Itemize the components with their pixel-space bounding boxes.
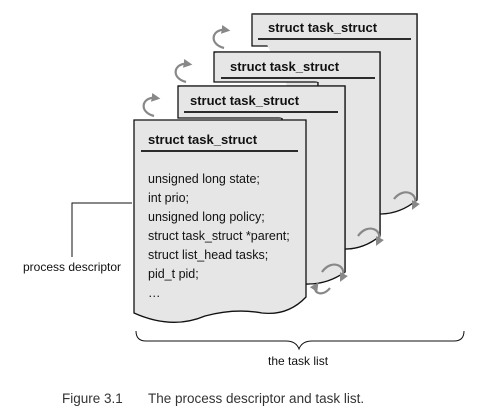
field-parent: struct task_struct *parent; (148, 229, 290, 243)
task-list-brace: the task list (135, 330, 465, 368)
descriptor-title: struct task_struct (190, 93, 300, 108)
link-arrow-icon (142, 93, 161, 118)
task-list-label: the task list (268, 354, 329, 368)
field-tasks: struct list_head tasks; (148, 248, 268, 262)
link-arrow-icon (309, 282, 331, 295)
field-ellipsis: … (148, 286, 161, 300)
field-policy: unsigned long policy; (148, 210, 265, 224)
process-descriptor-callout: process descriptor (23, 202, 132, 274)
link-arrow-icon (321, 263, 348, 282)
field-state: unsigned long state; (148, 172, 260, 186)
field-prio: int prio; (148, 191, 189, 205)
figure-number: Figure 3.1 (62, 391, 123, 406)
list-link-arrows-right (309, 191, 420, 295)
link-arrow-icon (212, 25, 231, 50)
descriptor-title: struct task_struct (268, 20, 378, 35)
process-descriptor-card-1: struct task_struct unsigned long state; … (133, 119, 307, 323)
link-arrow-icon (174, 59, 193, 84)
descriptor-title: struct task_struct (230, 59, 340, 74)
link-arrow-icon (357, 227, 384, 246)
descriptor-title: struct task_struct (148, 132, 258, 147)
figure-caption-text: The process descriptor and task list. (148, 391, 364, 406)
process-descriptor-label: process descriptor (23, 260, 121, 274)
figure-caption: Figure 3.1 The process descriptor and ta… (62, 391, 364, 406)
list-link-arrows-left (142, 25, 231, 118)
link-arrow-icon (393, 191, 420, 210)
field-pid: pid_t pid; (148, 267, 199, 281)
